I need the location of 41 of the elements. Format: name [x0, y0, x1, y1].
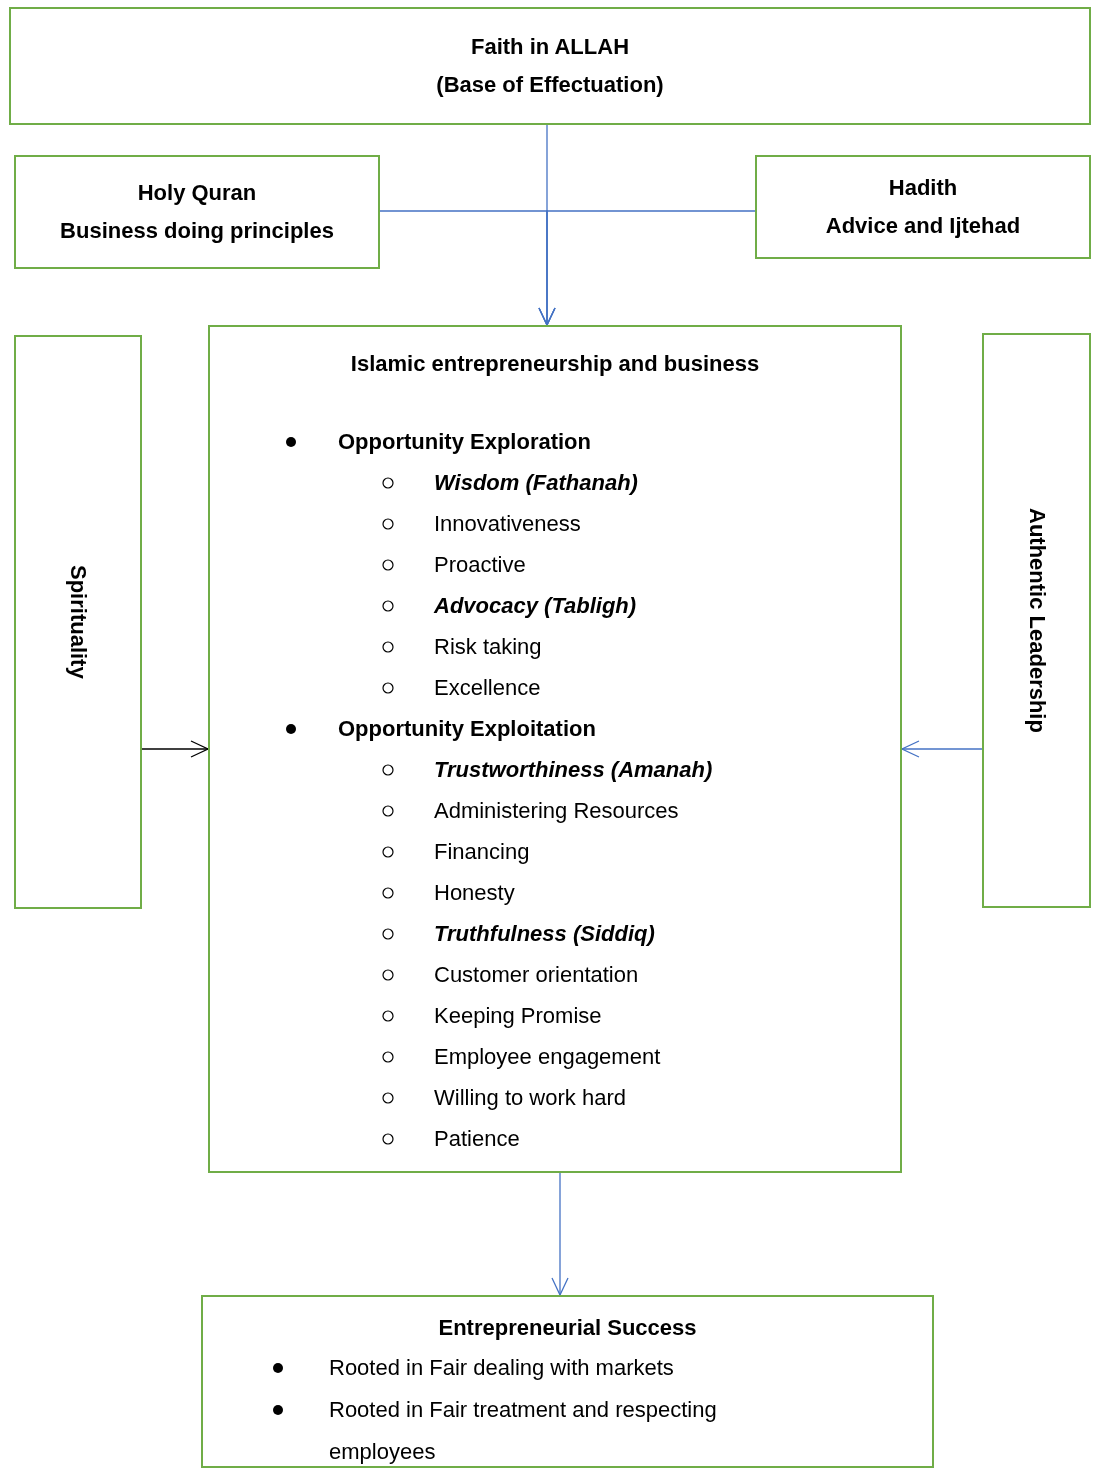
list-item: Opportunity Exploitation — [338, 715, 596, 743]
vertical-box — [982, 333, 1091, 908]
list-item: Truthfulness (Siddiq) — [434, 920, 655, 948]
list-item: Employee engagement — [434, 1043, 661, 1071]
list-item: Advocacy (Tabligh) — [434, 592, 637, 620]
list-item: Excellence — [434, 674, 541, 702]
box-label: Authentic Leadership — [1023, 508, 1050, 733]
box-label: Spirituality — [65, 565, 91, 679]
box-label: Faith in ALLAH — [470, 33, 630, 61]
connector-arrow — [551, 1172, 569, 1296]
box-heading: Entrepreneurial Success — [438, 1314, 697, 1342]
list-item: Rooted in Fair dealing with markets — [329, 1354, 674, 1382]
list-item: Innovativeness — [434, 510, 581, 538]
list-item: Risk taking — [434, 633, 542, 661]
list-box — [208, 325, 902, 1173]
box-heading: Islamic entrepreneurship and business — [350, 350, 760, 378]
box-label: Business doing principles — [60, 217, 334, 245]
connector-arrow — [141, 740, 209, 758]
list-item: Administering Resources — [434, 797, 679, 825]
list-item: Rooted in Fair treatment and respecting employees — [329, 1396, 718, 1466]
list-item: Opportunity Exploration — [338, 428, 591, 456]
box-label: Holy Quran — [137, 179, 257, 207]
list-item: Patience — [434, 1125, 520, 1153]
list-item: Willing to work hard — [434, 1084, 626, 1112]
list-item: Trustworthiness (Amanah) — [434, 756, 713, 784]
connector-arrow — [538, 210, 756, 326]
text-box — [9, 7, 1091, 125]
vertical-box — [14, 335, 142, 909]
box-label: Advice and Ijtehad — [825, 212, 1021, 240]
list-item: Financing — [434, 838, 530, 866]
list-box — [201, 1295, 934, 1468]
list-item: Keeping Promise — [434, 1002, 602, 1030]
text-box — [755, 155, 1091, 259]
box-label: Hadith — [888, 174, 958, 202]
connector-arrow — [901, 740, 983, 758]
list-item: Wisdom (Fathanah) — [434, 469, 638, 497]
box-label: (Base of Effectuation) — [436, 71, 664, 99]
list-item: Proactive — [434, 551, 526, 579]
list-item: Customer orientation — [434, 961, 639, 989]
text-box — [14, 155, 380, 269]
list-item: Honesty — [434, 879, 515, 907]
